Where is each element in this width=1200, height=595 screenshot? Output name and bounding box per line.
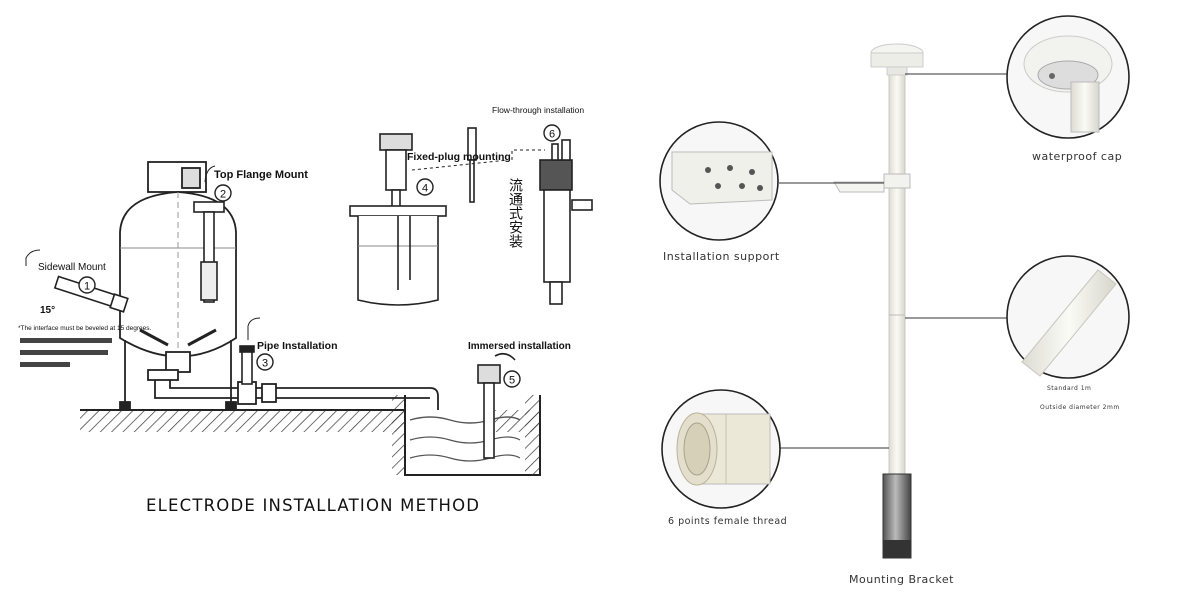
marker-2-text: 2 [220,189,226,201]
zoom-female-thread [661,389,781,509]
label-pipe-installation: Pipe Installation [257,340,338,352]
marker-1: 1 [78,276,96,294]
label-flow-through-installation: Flow-through installation [492,105,584,115]
label-sidewall-mount: Sidewall Mount [38,262,106,273]
flow-through-cell [511,139,593,305]
mounting-pole [882,73,912,559]
marker-4: 4 [416,178,434,196]
side-bracket [833,173,911,193]
figure-title: ELECTRODE INSTALLATION METHOD [146,496,480,515]
top-flange-probe [193,201,225,303]
marker-3-text: 3 [262,358,268,370]
ground-hatch [80,409,540,432]
pipe-probe [239,345,255,385]
label-outside-diameter: Outside diameter 2mm [1040,404,1120,411]
left-installation-diagram: 1 2 3 4 5 6 Sidewall Mount 15° *The inte… [18,105,593,515]
label-immersed-installation: Immersed installation [468,341,571,352]
label-standard-length: Standard 1m [1047,385,1091,392]
callout-lines [779,73,1010,449]
marker-2: 2 [214,184,232,202]
right-bracket-diagram: waterproof cap Installation support Stan… [659,15,1130,586]
zoom-installation-support [659,121,779,241]
immersed-probe [477,352,516,459]
zoom-standard-pole [1006,255,1130,379]
label-flow-through-chinese: 流通式安装 [508,178,524,248]
pole-cap [870,43,924,76]
label-installation-support: Installation support [663,250,780,263]
label-top-flange-mount: Top Flange Mount [214,169,308,181]
label-waterproof-cap: waterproof cap [1032,150,1122,163]
marker-5: 5 [503,370,521,388]
label-bevel-note: *The interface must be beveled at 15 deg… [18,325,152,332]
zoom-waterproof-cap [1006,15,1130,139]
marker-4-text: 4 [422,183,428,195]
note-chinese-text-blur [20,338,112,367]
marker-3: 3 [256,353,274,371]
outlet-pipe [147,369,439,410]
fixed-plug-assembly [349,127,509,306]
label-female-thread: 6 points female thread [668,516,787,527]
immersion-pit [392,395,541,476]
label-fixed-plug-mounting: Fixed-plug mounting [407,151,511,163]
marker-6-text: 6 [549,129,555,141]
marker-5-text: 5 [509,375,515,387]
label-angle: 15° [40,305,55,316]
label-mounting-bracket: Mounting Bracket [849,573,954,586]
marker-6: 6 [543,124,561,142]
marker-1-text: 1 [84,281,90,293]
